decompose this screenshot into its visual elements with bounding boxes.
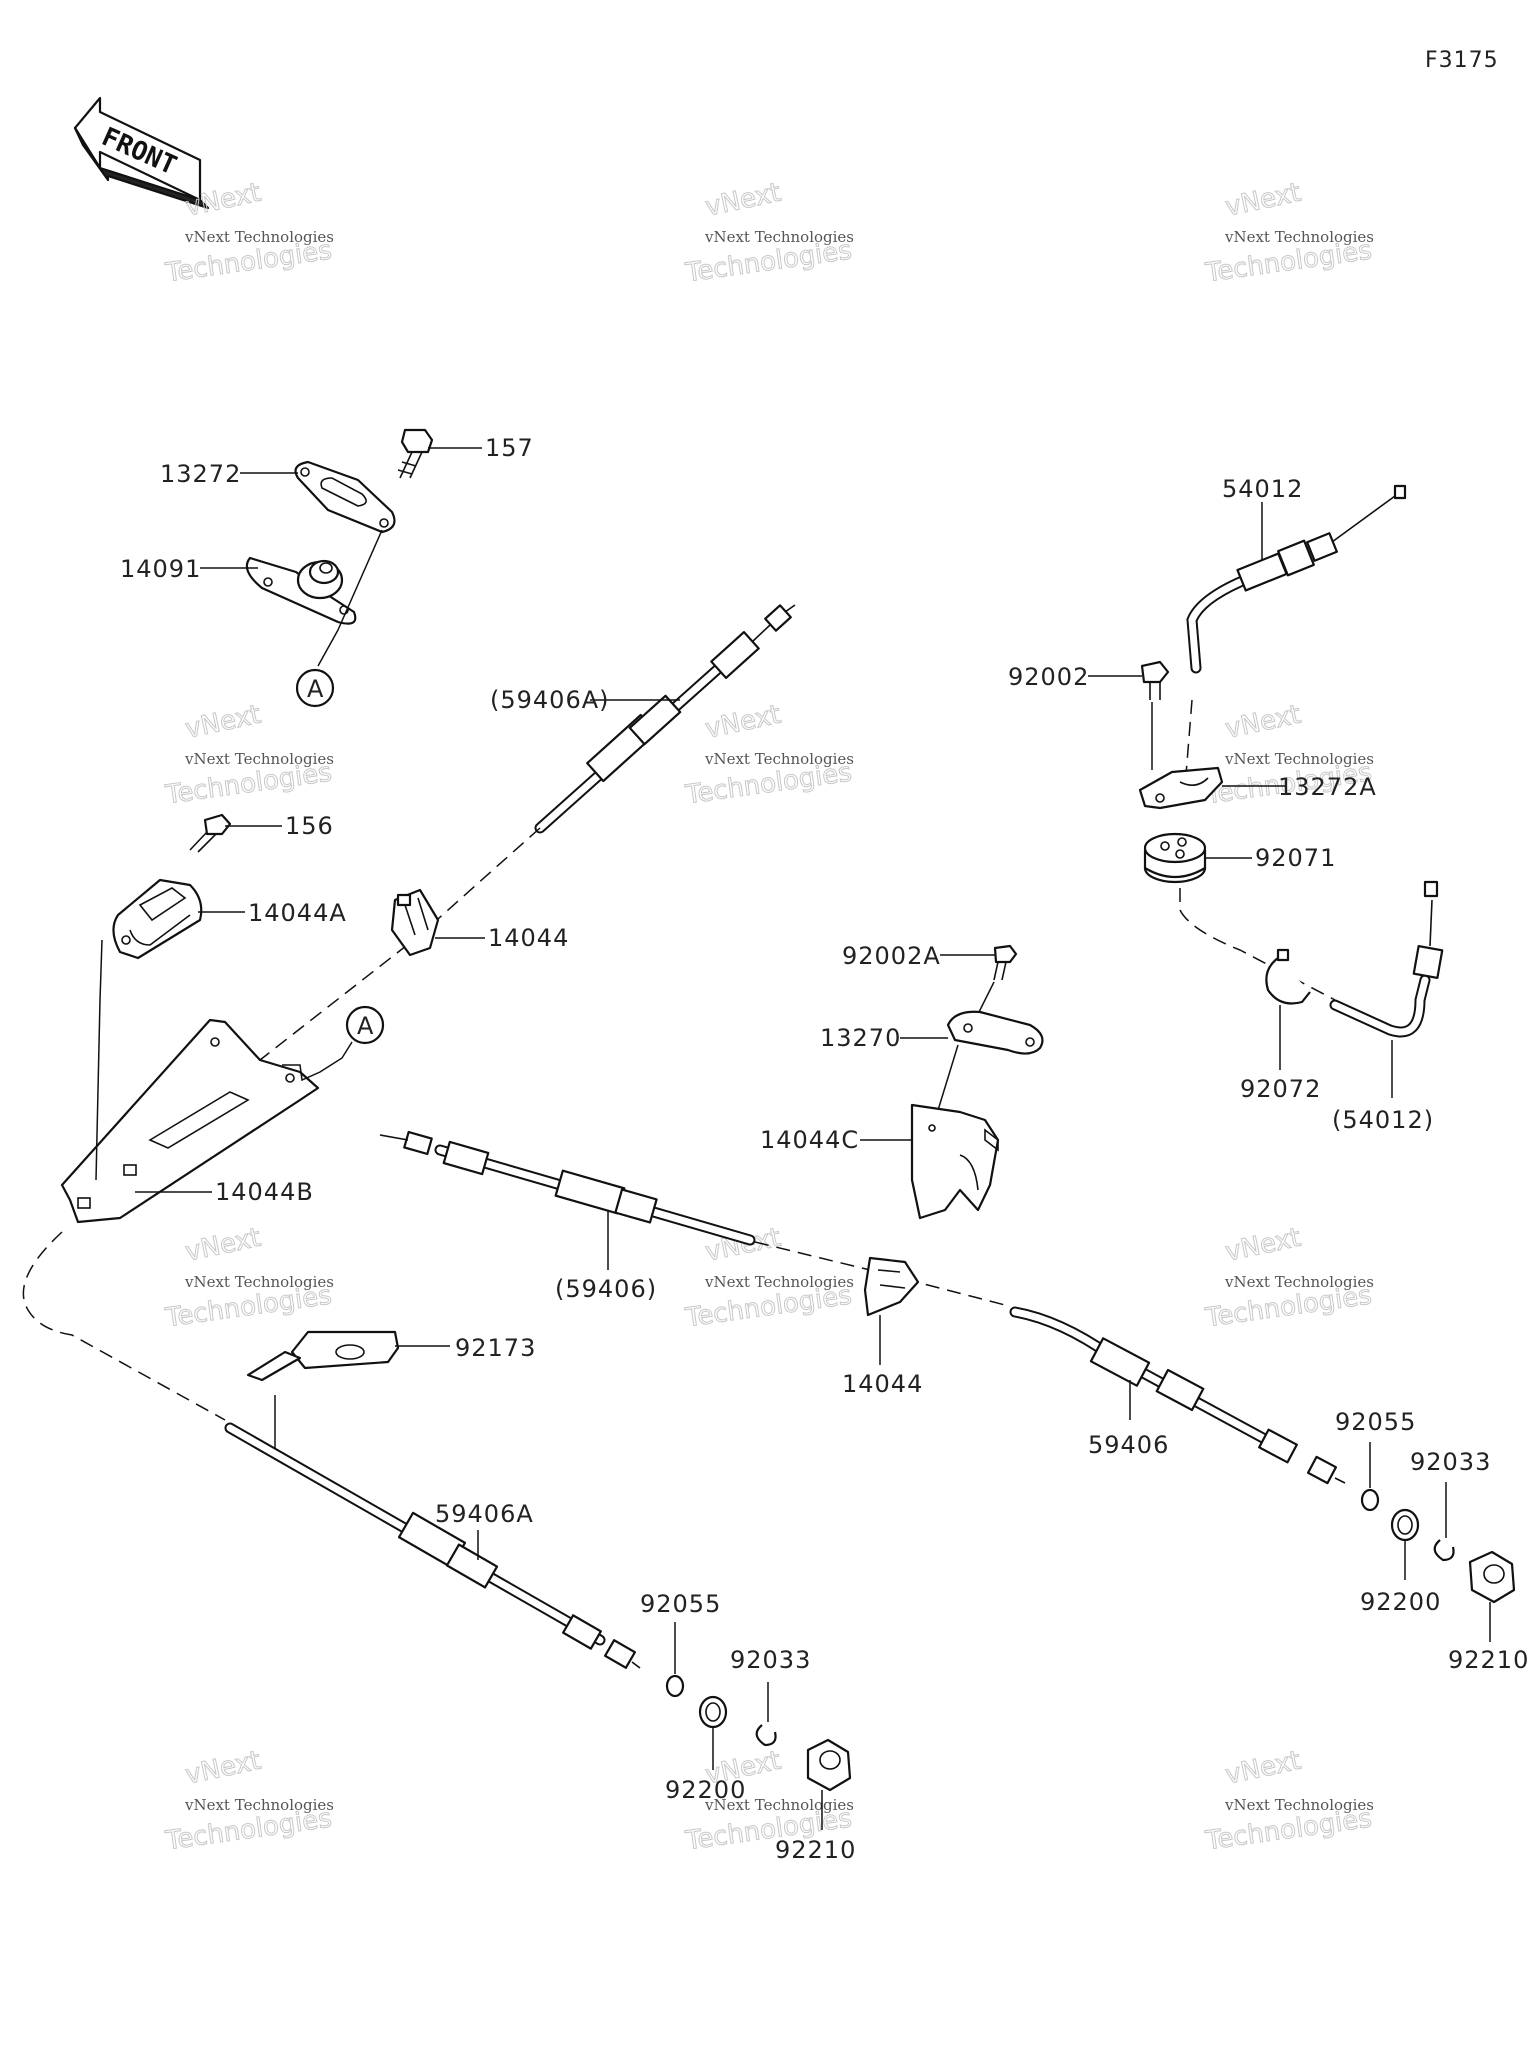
svg-text:vNext Technologies: vNext Technologies [704,228,854,246]
watermark: vNext vNext Technologies Technologies [683,177,855,289]
callout-54012: 54012 [1222,475,1303,503]
bolt-92002a [993,944,1018,981]
svg-text:vNext Technologies: vNext Technologies [1224,1796,1374,1814]
ref-mark-a-mid [345,1005,385,1045]
callout-13272a: 13272A [1278,773,1377,801]
cable-54012-upper [1186,484,1407,674]
washer-92200-right [1390,1508,1420,1542]
svg-text:vNext Technologies: vNext Technologies [184,228,334,246]
washer-92200-left [698,1695,728,1729]
svg-text:vNext Technologies: vNext Technologies [184,750,334,768]
watermark: vNext vNext Technologies Technologies [163,699,335,811]
plate-13270 [946,1010,1044,1055]
ref-mark-a-top-label: A [307,675,324,703]
callout-54012-paren: (54012) [1332,1106,1434,1134]
watermark: vNext vNext Technologies Technologies [163,1222,335,1334]
callout-92033-right: 92033 [1410,1448,1491,1476]
callout-156: 156 [285,812,334,840]
clip-14044-top [390,888,440,957]
callout-92200-left: 92200 [665,1776,746,1804]
nut-92210-right [1468,1550,1516,1604]
callout-13270: 13270 [820,1024,901,1052]
clamp-14044a [112,878,203,960]
svg-text:vNext Technologies: vNext Technologies [1224,228,1374,246]
callout-14091: 14091 [120,555,201,583]
callout-92210-left: 92210 [775,1836,856,1864]
watermark: vNext vNext Technologies Technologies [1203,1222,1375,1334]
svg-text:vNext Technologies: vNext Technologies [704,1273,854,1291]
callout-92002: 92002 [1008,663,1089,691]
o-ring-92055-left [665,1674,685,1698]
svg-text:vNext: vNext [1223,178,1304,223]
callout-14044a: 14044A [248,899,347,927]
cable-59406-middle [379,1130,756,1246]
callout-59406: 59406 [1088,1431,1169,1459]
figure-code: F3175 [1425,48,1499,73]
svg-text:vNext Technologies: vNext Technologies [1224,1273,1374,1291]
svg-text:vNext: vNext [703,700,784,745]
watermark-grid: vNext vNext Technologies Technologies vN… [163,177,1375,1857]
watermark: vNext vNext Technologies Technologies [163,177,335,289]
callout-14044-mid: 14044 [842,1370,923,1398]
cable-59406a-upper [534,604,796,834]
bolt-156 [189,813,232,853]
gasket-13272 [294,460,396,534]
svg-text:vNext: vNext [1223,1746,1304,1791]
callout-59406a: 59406A [435,1500,534,1528]
svg-text:vNext: vNext [183,1223,264,1268]
callout-92055-left: 92055 [640,1590,721,1618]
bolt-157 [397,428,434,479]
o-ring-92055-right [1360,1488,1380,1512]
watermark: vNext vNext Technologies Technologies [163,1745,335,1857]
callout-92210-right: 92210 [1448,1646,1529,1674]
cable-59406-right [1009,1306,1346,1485]
washer-92033-right [1433,1539,1455,1562]
svg-text:vNext: vNext [703,178,784,223]
svg-text:vNext Technologies: vNext Technologies [704,750,854,768]
ref-mark-a-mid-label: A [357,1012,374,1040]
callout-92072: 92072 [1240,1075,1321,1103]
callout-14044b: 14044B [215,1178,314,1206]
grommet-14091 [245,556,357,625]
callout-59406a-paren: (59406A) [490,686,610,714]
svg-text:vNext: vNext [183,1746,264,1791]
bracket-14044b [60,1018,320,1224]
callout-157: 157 [485,434,534,462]
clip-14044-mid [863,1256,920,1317]
callout-14044-top: 14044 [488,924,569,952]
callout-92200-right: 92200 [1360,1588,1441,1616]
svg-text:vNext: vNext [1223,1223,1304,1268]
bolt-92002 [1140,660,1170,700]
watermark: vNext vNext Technologies Technologies [683,1222,855,1334]
svg-text:vNext: vNext [1223,700,1304,745]
washer-92033-left [755,1724,777,1747]
nut-92210-left [806,1738,852,1792]
callout-59406-paren: (59406) [555,1275,657,1303]
clip-92072 [1265,948,1311,1005]
bracket-14044c [910,1103,1000,1220]
callout-92002a: 92002A [842,942,941,970]
svg-text:vNext Technologies: vNext Technologies [704,1796,854,1814]
svg-text:vNext: vNext [183,700,264,745]
watermark: vNext vNext Technologies Technologies [683,699,855,811]
cable-54012-lower [1329,880,1444,1038]
watermark: vNext vNext Technologies Technologies [1203,177,1375,289]
svg-text:vNext Technologies: vNext Technologies [184,1796,334,1814]
callout-14044c: 14044C [760,1126,859,1154]
callout-92055-right: 92055 [1335,1408,1416,1436]
svg-text:vNext Technologies: vNext Technologies [184,1273,334,1291]
bracket-92173 [246,1330,400,1382]
ref-mark-a-top [295,668,335,708]
callout-92071: 92071 [1255,844,1336,872]
plate-13272a [1138,766,1224,810]
grommet-92071 [1143,832,1207,884]
callout-92173: 92173 [455,1334,536,1362]
callout-92033-left: 92033 [730,1646,811,1674]
svg-text:vNext Technologies: vNext Technologies [1224,750,1374,768]
cable-59406a-lower [224,1422,641,1669]
callout-13272: 13272 [160,460,241,488]
watermark: vNext vNext Technologies Technologies [1203,1745,1375,1857]
